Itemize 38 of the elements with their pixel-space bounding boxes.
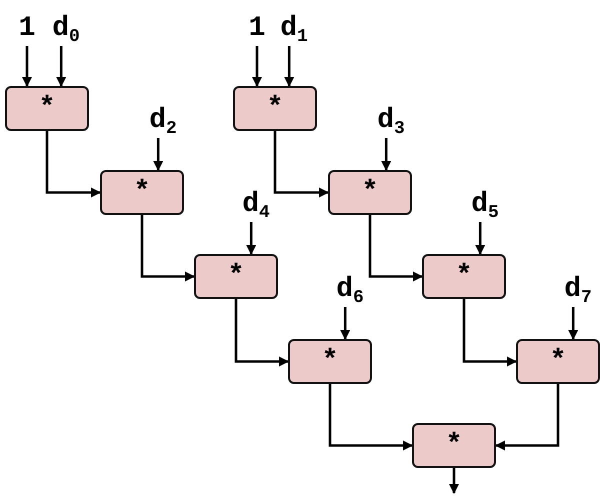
arrow [56, 46, 66, 87]
input-label: d$_{2}$ [149, 106, 177, 136]
input-label: d$_{0}$ [52, 14, 80, 44]
multiply-box: * [422, 254, 506, 299]
input-label: 1 [18, 14, 36, 44]
multiply-box: * [233, 86, 317, 131]
arrow [140, 215, 195, 282]
input-label: d$_{3}$ [377, 106, 405, 136]
arrow [462, 299, 517, 366]
input-label: d$_{4}$ [242, 190, 270, 220]
arrow [449, 468, 459, 494]
multiply-box: * [5, 86, 89, 131]
input-label: d$_{1}$ [280, 14, 308, 44]
input-label: d$_{6}$ [336, 275, 364, 305]
arrow [568, 307, 578, 340]
input-label: d$_{5}$ [471, 190, 499, 220]
multiply-box: * [516, 339, 600, 384]
input-label: 1 [248, 14, 266, 44]
arrow [381, 138, 392, 171]
multiply-box: * [412, 423, 496, 468]
multiply-box: * [328, 170, 412, 215]
multiply-box: * [194, 254, 278, 299]
arrow [475, 222, 486, 255]
arrow [246, 222, 256, 255]
arrow [495, 384, 560, 450]
arrow [274, 131, 329, 198]
arrow [46, 131, 101, 198]
arrow [252, 46, 262, 87]
arrow [153, 138, 164, 171]
arrow [284, 46, 294, 87]
arrow [328, 384, 413, 450]
arrow [22, 46, 32, 87]
multiply-box: * [288, 339, 372, 384]
arrow [234, 299, 289, 366]
arrow [340, 307, 350, 340]
multiply-box: * [100, 170, 184, 215]
arrow [368, 215, 423, 282]
input-label: d$_{7}$ [564, 275, 592, 305]
